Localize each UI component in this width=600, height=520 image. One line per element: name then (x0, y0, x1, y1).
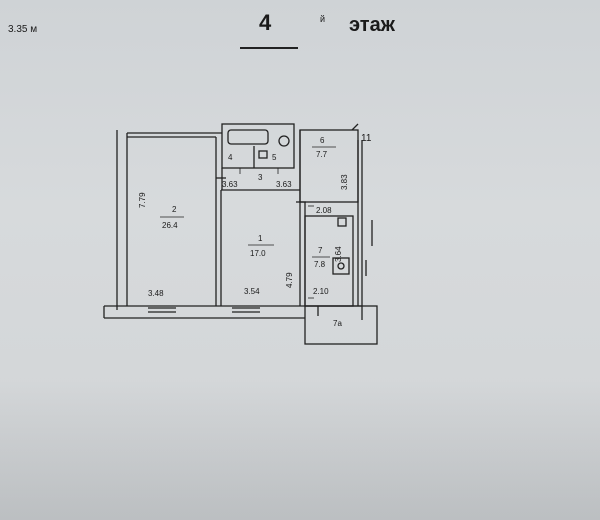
dim-room6-height: 3.83 (340, 174, 349, 190)
stove-burner (337, 262, 345, 270)
stove (332, 257, 350, 275)
dim-corridor-right: 3.63 (276, 180, 292, 189)
bathtub (227, 129, 269, 145)
sink (258, 150, 268, 159)
dim-room7-height: 3.64 (334, 246, 343, 262)
room-6-number: 6 (320, 136, 325, 145)
dim-room7-bottom: 2.10 (313, 287, 329, 296)
dim-room7-top: 2.08 (316, 206, 332, 215)
room-7-number: 7 (318, 246, 323, 255)
room7-sink (337, 217, 347, 227)
dimension-ticks (239, 168, 314, 299)
wall-balcony-7a (304, 305, 378, 345)
dim-corridor-left: 3.63 (222, 180, 238, 189)
dim-room2-width: 3.48 (148, 289, 164, 298)
dim-room1-width: 3.54 (244, 287, 260, 296)
room-4-number: 4 (228, 153, 233, 162)
room-1-area: 17.0 (250, 249, 266, 258)
floor-word: этаж (349, 14, 395, 36)
dim-room2-height: 7.79 (138, 192, 147, 208)
floor-number: 4 (259, 10, 272, 35)
room-7a-number: 7a (333, 319, 342, 328)
wall-room6 (299, 129, 359, 203)
room-2-area: 26.4 (162, 221, 178, 230)
toilet (278, 135, 290, 147)
floor-underline (240, 47, 298, 49)
plan-labels: 2 26.4 1 17.0 3 4 5 6 7.7 7 7.8 7a 11 7.… (138, 133, 372, 328)
wall-bathroom-block (221, 123, 295, 169)
room-2-number: 2 (172, 205, 177, 214)
wall-room11-edge (351, 123, 359, 131)
room-3-number: 3 (258, 173, 263, 182)
room-1-number: 1 (258, 234, 263, 243)
ceiling-height-label: 3.35 м (8, 24, 38, 35)
room-11-number: 11 (361, 133, 372, 144)
floor-number-suffix: й (320, 14, 326, 24)
room-5-number: 5 (272, 153, 277, 162)
plan-walls (103, 123, 378, 345)
dim-room1-height: 4.79 (285, 272, 294, 288)
room-6-area: 7.7 (316, 150, 328, 159)
room-7-area: 7.8 (314, 260, 326, 269)
